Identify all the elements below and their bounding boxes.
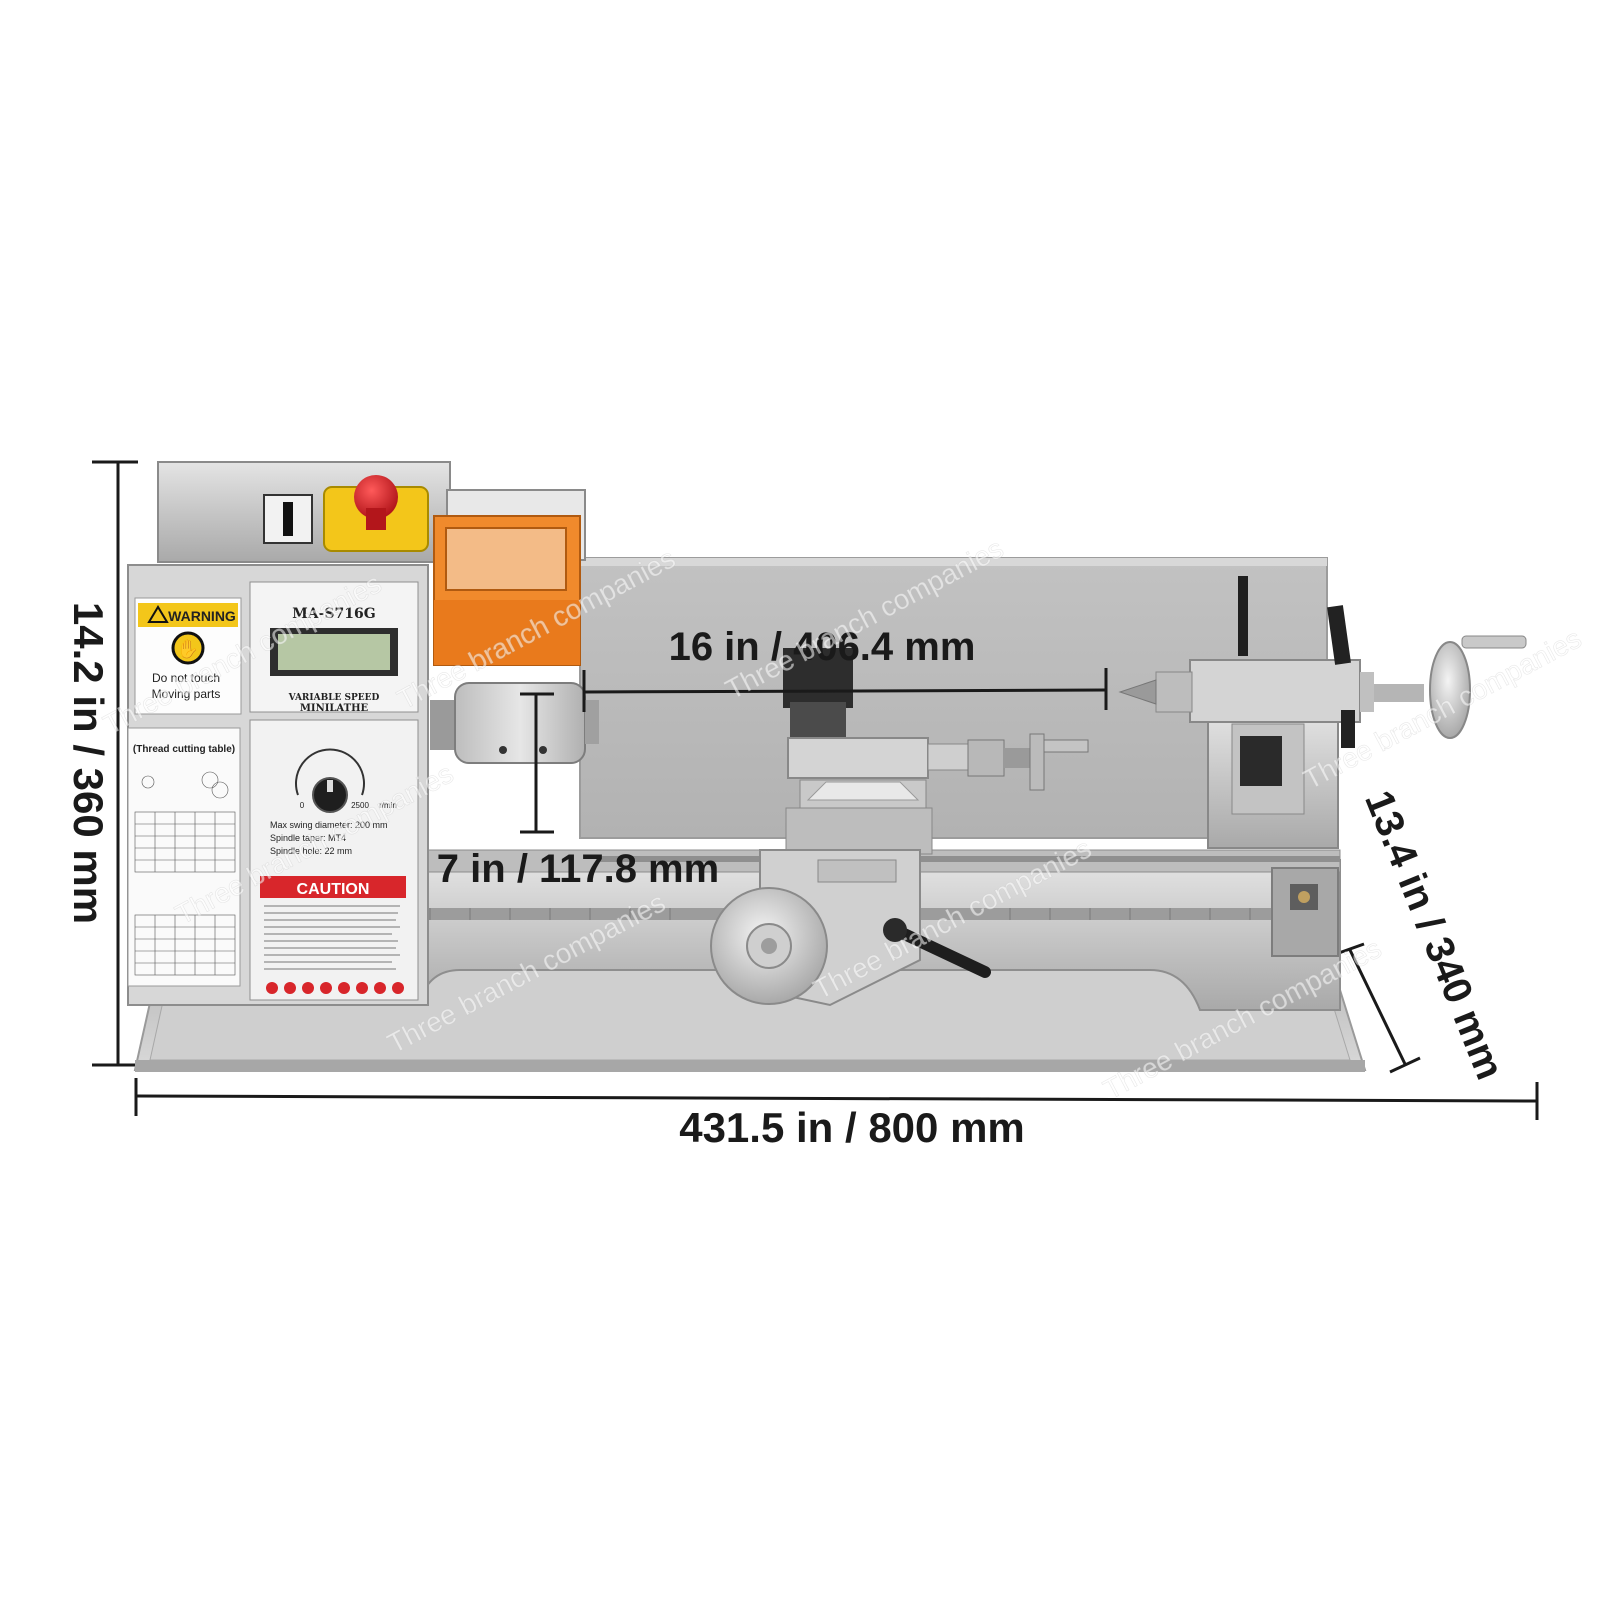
three-jaw-chuck <box>430 682 599 764</box>
tailstock <box>1118 576 1424 849</box>
center-height-label: 7 in / 117.8 mm <box>437 847 719 891</box>
thread-table-title: (Thread cutting table) <box>133 744 235 755</box>
between-centers-label: 16 in / 406.4 mm <box>669 625 976 669</box>
spec-line-2: Spindle taper: MT4 <box>270 833 346 843</box>
emergency-stop-button[interactable] <box>323 475 429 552</box>
speed-unit: r/min <box>379 801 397 810</box>
carriage-handwheel[interactable] <box>710 887 828 1005</box>
thread-cutting-table: (Thread cutting table) <box>127 727 241 987</box>
warning-text-2: Moving parts <box>152 687 221 701</box>
warning-title: WARNING <box>168 608 236 624</box>
subtitle-line-1: VARIABLE SPEED <box>288 693 380 703</box>
control-panel: MA-S716G VARIABLE SPEED MINILATHE 0 2500… <box>249 581 419 1001</box>
between-centers-line <box>582 668 1108 712</box>
carriage-lever[interactable] <box>883 918 991 978</box>
speed-scale-max: 2500 <box>351 801 369 810</box>
height-dimension-line <box>92 460 138 1067</box>
width-dimension-line <box>134 1078 1539 1120</box>
width-dimension-label: 431.5 in / 800 mm <box>679 1104 1025 1151</box>
height-dimension-label: 14.2 in / 360 mm <box>65 602 112 924</box>
caution-title: CAUTION <box>297 881 370 898</box>
tool-post <box>783 648 1089 855</box>
subtitle-line-2: MINILATHE <box>300 703 369 714</box>
depth-dimension-label: 13.4 in / 340 mm <box>1356 785 1512 1086</box>
chuck-guard <box>433 489 586 666</box>
tailstock-handwheel[interactable] <box>1429 635 1527 739</box>
spec-line-1: Max swing diameter: 200 mm <box>270 820 388 830</box>
speed-control-knob[interactable] <box>312 777 348 813</box>
warning-text-1: Do not touch <box>152 671 220 685</box>
speed-scale-min: 0 <box>300 801 305 810</box>
lcd-display <box>278 634 390 670</box>
hand-icon: ✋ <box>177 638 199 659</box>
warning-label: WARNING ✋ Do not touch Moving parts <box>134 597 242 715</box>
power-switch[interactable] <box>263 494 313 544</box>
spec-line-3: Spindle hole: 22 mm <box>270 846 352 856</box>
center-height-line <box>520 692 554 834</box>
model-label: MA-S716G <box>292 606 375 622</box>
